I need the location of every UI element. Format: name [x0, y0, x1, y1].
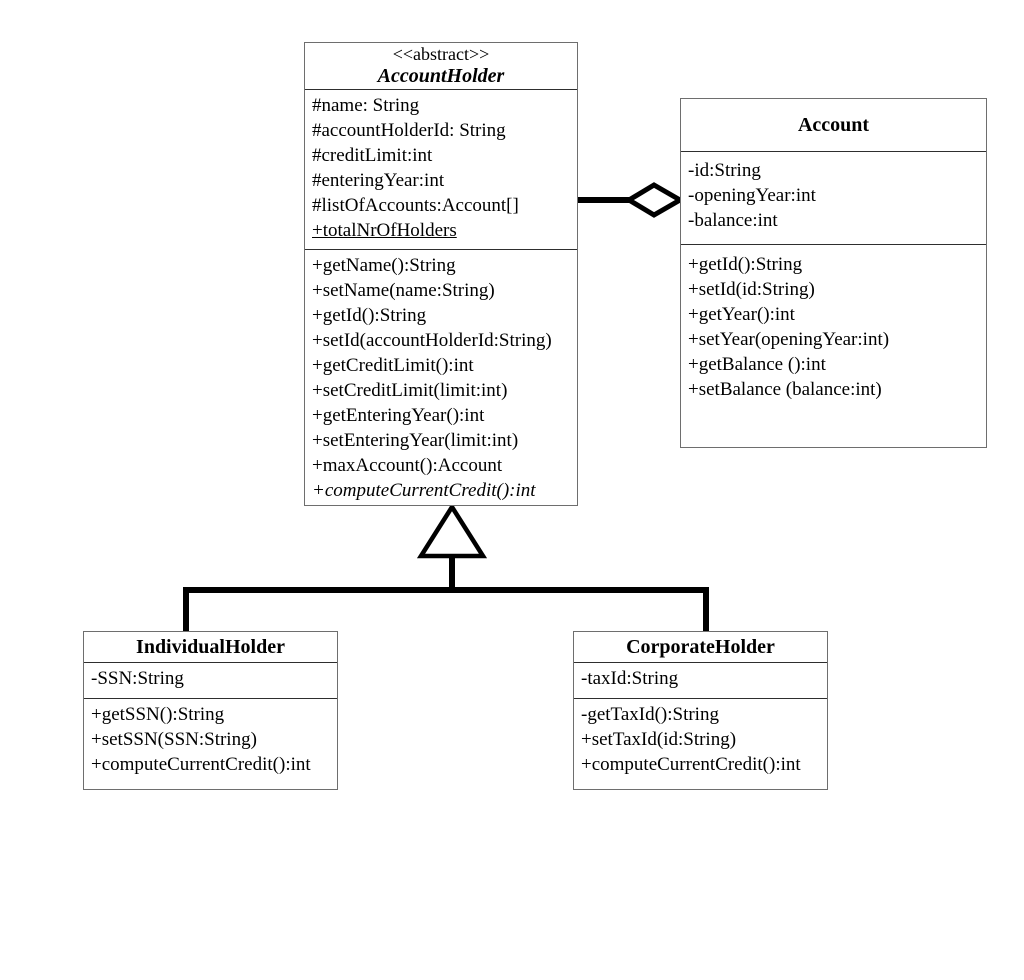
class-account: Account -id:String -openingYear:int -balan…: [680, 98, 987, 448]
class-member: +setId(id:String): [688, 279, 815, 300]
class-member: #listOfAccounts:Account[]: [312, 195, 519, 216]
class-member: +getId():String: [688, 254, 803, 275]
class-member: +computeCurrentCredit():int: [91, 754, 311, 775]
class-member: +setTaxId(id:String): [581, 729, 737, 750]
class-member: +setName(name:String): [312, 280, 495, 301]
class-member: -taxId:String: [581, 668, 679, 689]
class-member: #creditLimit:int: [312, 145, 433, 166]
class-member: +setSSN(SSN:String): [91, 729, 257, 750]
class-member: +setBalance (balance:int): [688, 379, 882, 400]
class-member: -balance:int: [688, 210, 778, 231]
class-name: IndividualHolder: [136, 635, 285, 658]
class-individualholder-title: IndividualHolder: [84, 632, 337, 662]
class-corporateholder-methods: -getTaxId():String +setTaxId(id:String) +c…: [574, 698, 827, 789]
class-member: #accountHolderId: String: [312, 120, 506, 141]
class-member: +getCreditLimit():int: [312, 355, 474, 376]
class-account-title: Account: [681, 99, 986, 151]
class-corporateholder-title: CorporateHolder: [574, 632, 827, 662]
class-individualholder: IndividualHolder -SSN:String +getSSN():S…: [83, 631, 338, 790]
class-member: +getName():String: [312, 255, 456, 276]
class-account-attributes: -id:String -openingYear:int -balance:int: [681, 151, 986, 244]
class-member: +getId():String: [312, 305, 427, 326]
class-member: #name: String: [312, 95, 420, 116]
class-member: -getTaxId():String: [581, 704, 719, 725]
class-member: +getBalance ():int: [688, 354, 826, 375]
aggregation-diamond-icon: [624, 182, 686, 218]
class-member: +getSSN():String: [91, 704, 225, 725]
class-member: +getEnteringYear():int: [312, 405, 485, 426]
class-member: -openingYear:int: [688, 185, 816, 206]
class-member: +setYear(openingYear:int): [688, 329, 890, 350]
class-individualholder-attributes: -SSN:String: [84, 662, 337, 698]
generalization-connector: [183, 502, 709, 632]
generalization-triangle-icon: [416, 502, 488, 559]
class-member: #enteringYear:int: [312, 170, 445, 191]
class-member: +setEnteringYear(limit:int): [312, 430, 519, 451]
aggregation-accountholder-account: [577, 182, 686, 218]
class-name: CorporateHolder: [626, 635, 775, 658]
class-corporateholder-attributes: -taxId:String: [574, 662, 827, 698]
class-member: -id:String: [688, 160, 761, 181]
class-member: +computeCurrentCredit():int: [581, 754, 801, 775]
class-member: +setId(accountHolderId:String): [312, 330, 552, 351]
class-individualholder-methods: +getSSN():String +setSSN(SSN:String) +comp…: [84, 698, 337, 789]
class-member: +computeCurrentCredit():int: [312, 480, 536, 501]
class-name: AccountHolder: [377, 65, 505, 87]
class-member: -SSN:String: [91, 668, 184, 689]
class-accountholder: <<abstract>> AccountHolder #name: String…: [304, 42, 578, 506]
class-member: +getYear():int: [688, 304, 795, 325]
class-account-methods: +getId():String +setId(id:String) +getYear…: [681, 244, 986, 447]
class-accountholder-title: <<abstract>> AccountHolder: [305, 43, 577, 89]
class-accountholder-methods: +getName():String +setName(name:String) +g…: [305, 249, 577, 505]
class-member: +totalNrOfHolders: [312, 220, 457, 241]
stereotype-label: <<abstract>>: [392, 44, 490, 64]
class-name: Account: [797, 113, 870, 136]
class-accountholder-attributes: #name: String #accountHolderId: String #cr…: [305, 89, 577, 249]
class-member: +maxAccount():Account: [312, 455, 503, 476]
class-corporateholder: CorporateHolder -taxId:String -getTaxId(…: [573, 631, 828, 790]
class-member: +setCreditLimit(limit:int): [312, 380, 508, 401]
